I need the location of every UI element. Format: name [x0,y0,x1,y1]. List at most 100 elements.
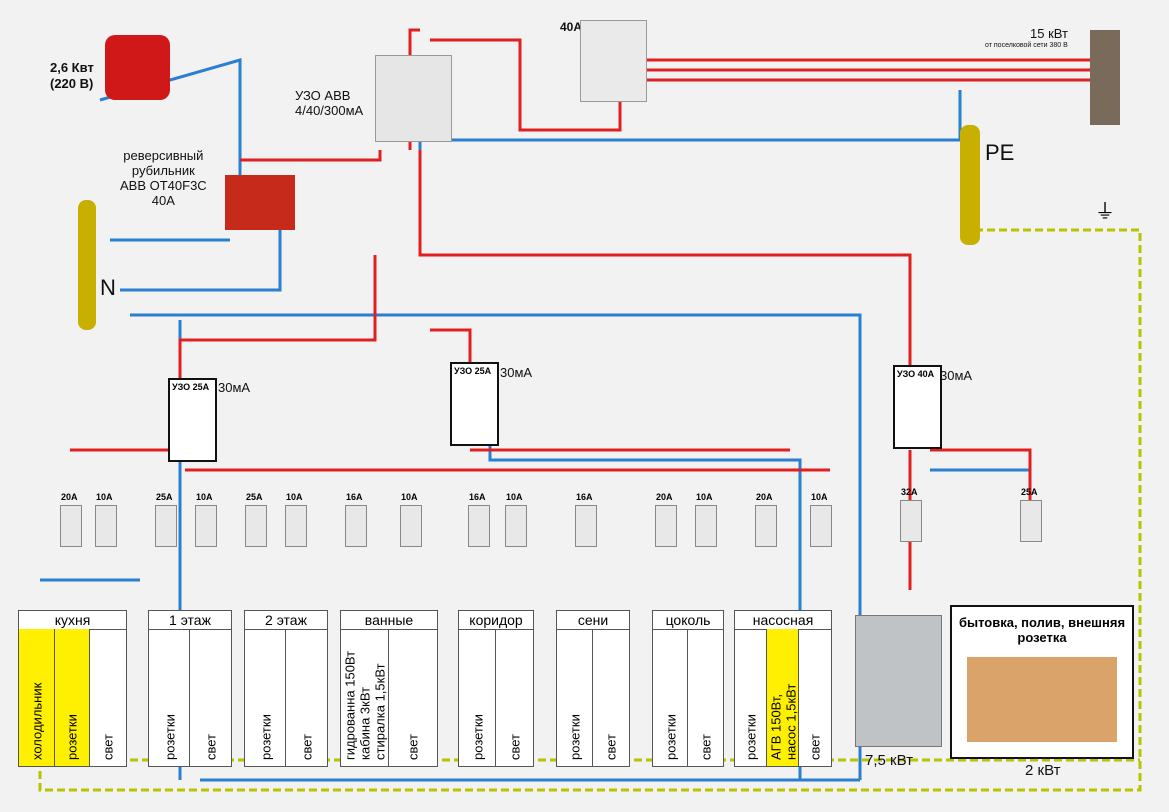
breaker-rating: 10A [506,492,523,502]
rcd-1: УЗО 25А [168,378,217,462]
circuit-label: свет [603,733,619,760]
switch-label-line: рубильник [131,163,195,178]
room-circuit: АГВ 150Вт,насос 1,5кВт [767,629,799,766]
room-circuit: розетки [245,629,286,766]
circuit-label: розетки [470,714,485,760]
circuit-label: холодильник [29,682,45,760]
breaker-rating: 16A [469,492,486,502]
circuit-breaker: 10A [95,492,117,547]
main-breaker-label: 40A [560,20,583,34]
breaker-rating: 10A [96,492,113,502]
room-circuit: свет [286,629,326,766]
breaker-rating: 20A [61,492,78,502]
circuit-label: стиралка 1,5кВт [372,663,388,760]
room-panel: 1 этаж розетки свет [148,610,232,767]
room-circuit: свет [799,629,830,766]
uzo-main-line: 4/40/300мА [295,103,364,118]
breaker-rating: 16A [576,492,593,502]
circuit-breaker: 10A [195,492,217,547]
circuit-breaker: 20A [60,492,82,547]
room-title: цоколь [653,611,723,630]
circuit-label: свет [299,733,314,760]
room-circuit: розетки [149,629,190,766]
room-panel: коридор розетки свет [458,610,534,767]
circuit-breaker: 10A [810,492,832,547]
breaker-rating: 20A [656,492,673,502]
circuit-label: розетки [663,714,678,760]
room-title: коридор [459,611,533,630]
circuit-breaker: 10A [285,492,307,547]
circuit-breaker: 20A [655,492,677,547]
room-circuit: свет [389,629,436,766]
uzo-main-label: УЗО ABB 4/40/300мА [295,88,363,118]
circuit-breaker: 25A [245,492,267,547]
cabin-icon [967,657,1117,742]
room-panel: кухня холодильник розетки свет [18,610,127,767]
circuit-label: свет [100,733,116,760]
cabin-title: бытовка, полив, внешняя розетка [958,615,1126,645]
switch-label-line: ABB OT40F3C [120,178,207,193]
circuit-label: свет [807,733,823,760]
rcd-2: УЗО 25А [450,362,499,446]
circuit-label: свет [507,733,522,760]
circuit-label: свет [203,733,218,760]
cabin-box: бытовка, полив, внешняя розетка [950,605,1134,759]
circuit-breaker: 20A [755,492,777,547]
circuit-breaker: 10A [695,492,717,547]
circuit-breaker: 16A [575,492,597,547]
circuit-breaker: 16A [468,492,490,547]
room-title: насосная [735,611,831,630]
room-title: сени [557,611,629,630]
breaker-rating: 10A [196,492,213,502]
breaker-rating: 10A [696,492,713,502]
room-circuit: розетки [653,629,688,766]
rcd-current: 30мА [500,365,533,380]
room-circuit: свет [593,629,628,766]
circuit-label: розетки [64,714,80,760]
room-circuit: свет [688,629,722,766]
circuit-breaker: 10A [400,492,422,547]
rcd-current: 30мА [218,380,251,395]
pe-label: PE [985,140,1015,165]
circuit-breaker: 25A [1020,487,1042,542]
supply-power: 15 кВт [1030,26,1068,41]
main-breaker-icon [580,20,647,102]
circuit-label: розетки [567,714,583,760]
breaker-rating: 10A [401,492,418,502]
breaker-rating: 25A [1021,487,1038,497]
circuit-label: насос 1,5кВт [783,683,798,760]
rcd-tag: УЗО 25А [454,366,492,376]
circuit-breaker: 10A [505,492,527,547]
stove-icon [855,615,942,747]
room-circuit: холодильник [19,629,55,766]
circuit-label: свет [405,733,421,760]
circuit-label: розетки [258,714,273,760]
breaker-rating: 10A [811,492,828,502]
circuit-label: розетки [743,714,759,760]
breaker-rating: 32A [901,487,918,497]
changeover-switch-icon [225,175,295,230]
room-title: 1 этаж [149,611,231,630]
circuit-breaker: 25A [155,492,177,547]
n-label: N [100,275,116,300]
uzo-main-line: УЗО ABB [295,88,351,103]
cabin-power: 2 кВт [1025,762,1061,779]
pe-busbar-icon [960,125,980,245]
phase-wires [70,28,1090,590]
switch-label-line: реверсивный [123,148,204,163]
room-title: кухня [19,611,126,630]
rcd-3: УЗО 40А [893,365,942,449]
generator-voltage: (220 В) [50,76,94,91]
stove-power: 7,5 кВт [865,752,913,769]
room-circuit: розетки [735,629,767,766]
generator-icon [105,35,170,100]
room-panel: сени розетки свет [556,610,630,767]
utility-pole-icon [1090,30,1120,125]
room-panel: насосная розетки АГВ 150Вт,насос 1,5кВт све… [734,610,832,767]
circuit-label: розетки [162,714,177,760]
breaker-rating: 20A [756,492,773,502]
room-circuit: розетки [54,629,91,766]
